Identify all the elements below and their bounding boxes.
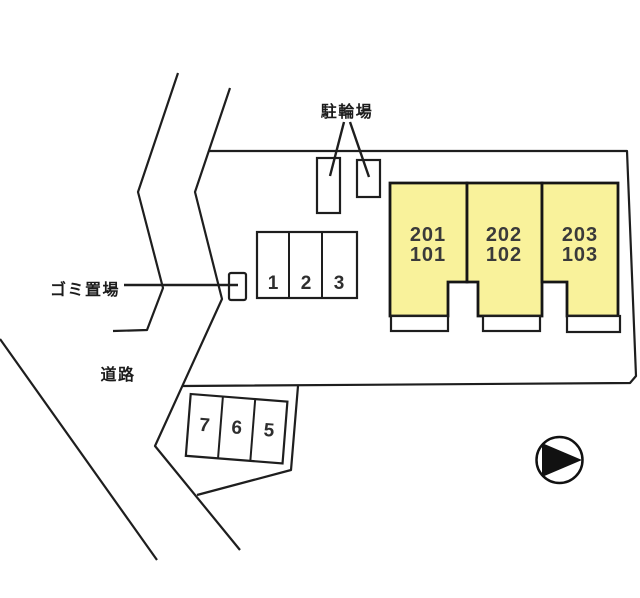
side-parking-area-boundary	[196, 385, 300, 497]
unit-lower-number: 102	[486, 244, 522, 266]
porch-3	[565, 314, 622, 334]
garbage-area-label: ゴミ置場	[50, 280, 120, 299]
front-parking-outline	[255, 230, 359, 300]
left-road-outer-edge	[112, 72, 180, 333]
side-parking-block: 7 6 5	[184, 392, 289, 465]
building: 201 101 202 102 203 103	[388, 181, 622, 334]
bike-leader-left	[328, 121, 346, 177]
bicycle-parking-label: 駐輪場	[321, 102, 374, 121]
porch-1	[389, 314, 450, 333]
front-parking-block: 1 2 3	[255, 230, 359, 300]
unit-upper-number: 201	[410, 224, 446, 246]
unit-lower-number: 101	[410, 244, 446, 266]
side-parking-divider-2	[249, 398, 257, 461]
unit-203-103-label: 203 103	[562, 224, 598, 266]
bike-leader-right	[348, 121, 371, 178]
parking-spot-2: 2	[301, 273, 312, 294]
lower-road-edge	[0, 338, 158, 561]
left-road-inner-edge	[153, 87, 241, 551]
bike-rack-left	[315, 156, 342, 215]
side-parking-divider-1	[217, 396, 224, 459]
parking-spot-3: 3	[334, 273, 345, 294]
parking-spot-1: 1	[268, 273, 279, 294]
unit-202-102-label: 202 102	[486, 224, 522, 266]
unit-upper-number: 202	[486, 224, 522, 246]
road-label: 道路	[100, 365, 135, 384]
unit-lower-number: 103	[562, 244, 598, 266]
boundary-lines	[0, 72, 638, 561]
side-parking-outline	[184, 392, 289, 465]
unit-201-101-label: 201 101	[410, 224, 446, 266]
garbage-box	[227, 271, 248, 302]
unit-upper-number: 203	[562, 224, 598, 246]
porch-2	[481, 314, 542, 333]
parking-spot-6: 6	[231, 417, 243, 439]
parking-spot-5: 5	[263, 420, 276, 442]
direction-marker	[535, 435, 584, 485]
site-boundary	[182, 149, 638, 388]
parking-spot-7: 7	[198, 415, 210, 437]
bike-rack-right	[355, 158, 382, 199]
compass-arrow-icon	[542, 443, 582, 477]
